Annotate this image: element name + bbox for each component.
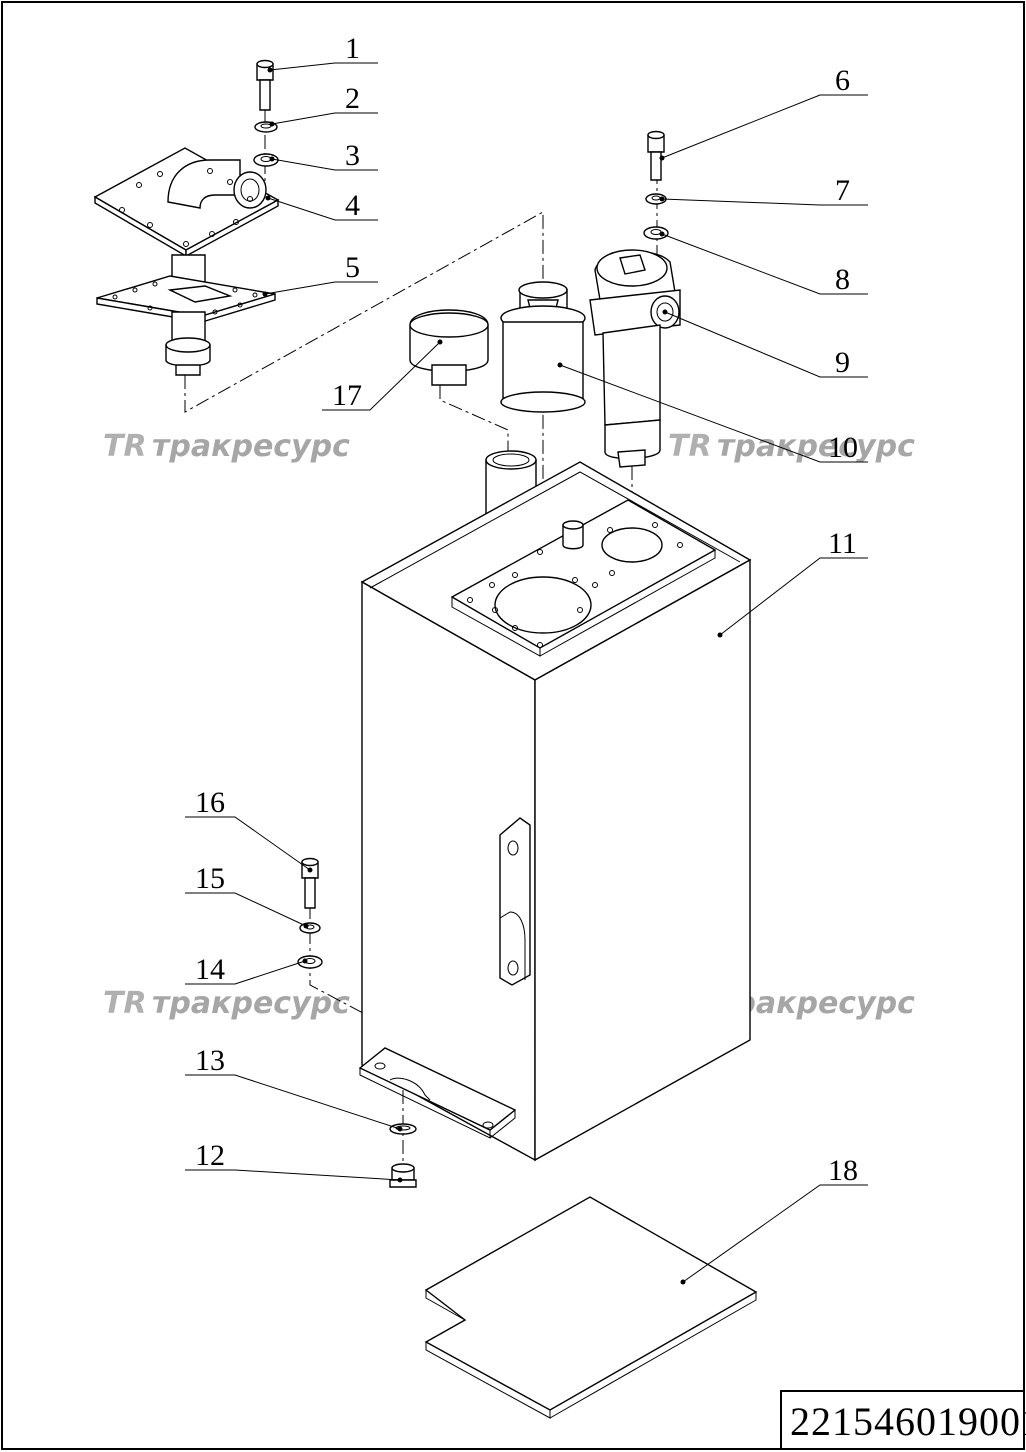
callout-1: 1 [345,32,360,65]
callout-7: 7 [835,174,850,207]
part-filler-housing [500,281,586,413]
document-number: 221546019001 [790,1399,1026,1444]
watermark-top-left: TR тракресурс [103,429,350,464]
callout-13: 13 [195,1044,225,1077]
watermark-text: тракресурс [152,986,350,1021]
watermark-logo: TR [103,429,147,464]
watermark-top-right: TR тракресурс [668,429,915,464]
callout-14: 14 [195,953,225,986]
callout-12: 12 [195,1139,225,1172]
watermark-text: тракресурс [152,429,350,464]
callout-6: 6 [835,64,850,97]
watermark-text: тракресурс [717,429,915,464]
part-washer-top [253,153,279,167]
part-bolt-right [647,130,665,181]
callout-16: 16 [195,786,225,819]
leader-lines [185,62,868,1285]
callout-17: 17 [332,379,362,412]
part-washer-right [643,226,669,240]
callout-labels: 1 2 3 4 5 6 7 8 9 10 11 12 13 14 15 16 1… [195,32,858,1187]
callout-5: 5 [345,251,360,284]
watermark-logo: TR [103,986,147,1021]
part-hydraulic-tank [358,461,752,1162]
callout-18: 18 [828,1154,858,1187]
callout-11: 11 [828,527,857,560]
callout-8: 8 [835,263,850,296]
part-base-pad [424,1196,758,1419]
watermark-bottom-left: TR тракресурс [103,986,350,1021]
callout-10: 10 [828,431,858,464]
callout-15: 15 [195,862,225,895]
callout-4: 4 [345,189,360,222]
document-number-box: 221546019001 [780,1390,1026,1450]
part-elbow-flange [93,147,280,258]
part-return-filter [589,249,681,468]
callout-9: 9 [835,346,850,379]
callout-2: 2 [345,82,360,115]
part-suction-pipe-flange [96,254,276,376]
watermark-logo: TR [668,429,712,464]
part-drain-seal [389,1123,417,1135]
part-drain-plug [389,1163,417,1188]
callout-3: 3 [345,139,360,172]
part-breather-cap [409,309,489,386]
